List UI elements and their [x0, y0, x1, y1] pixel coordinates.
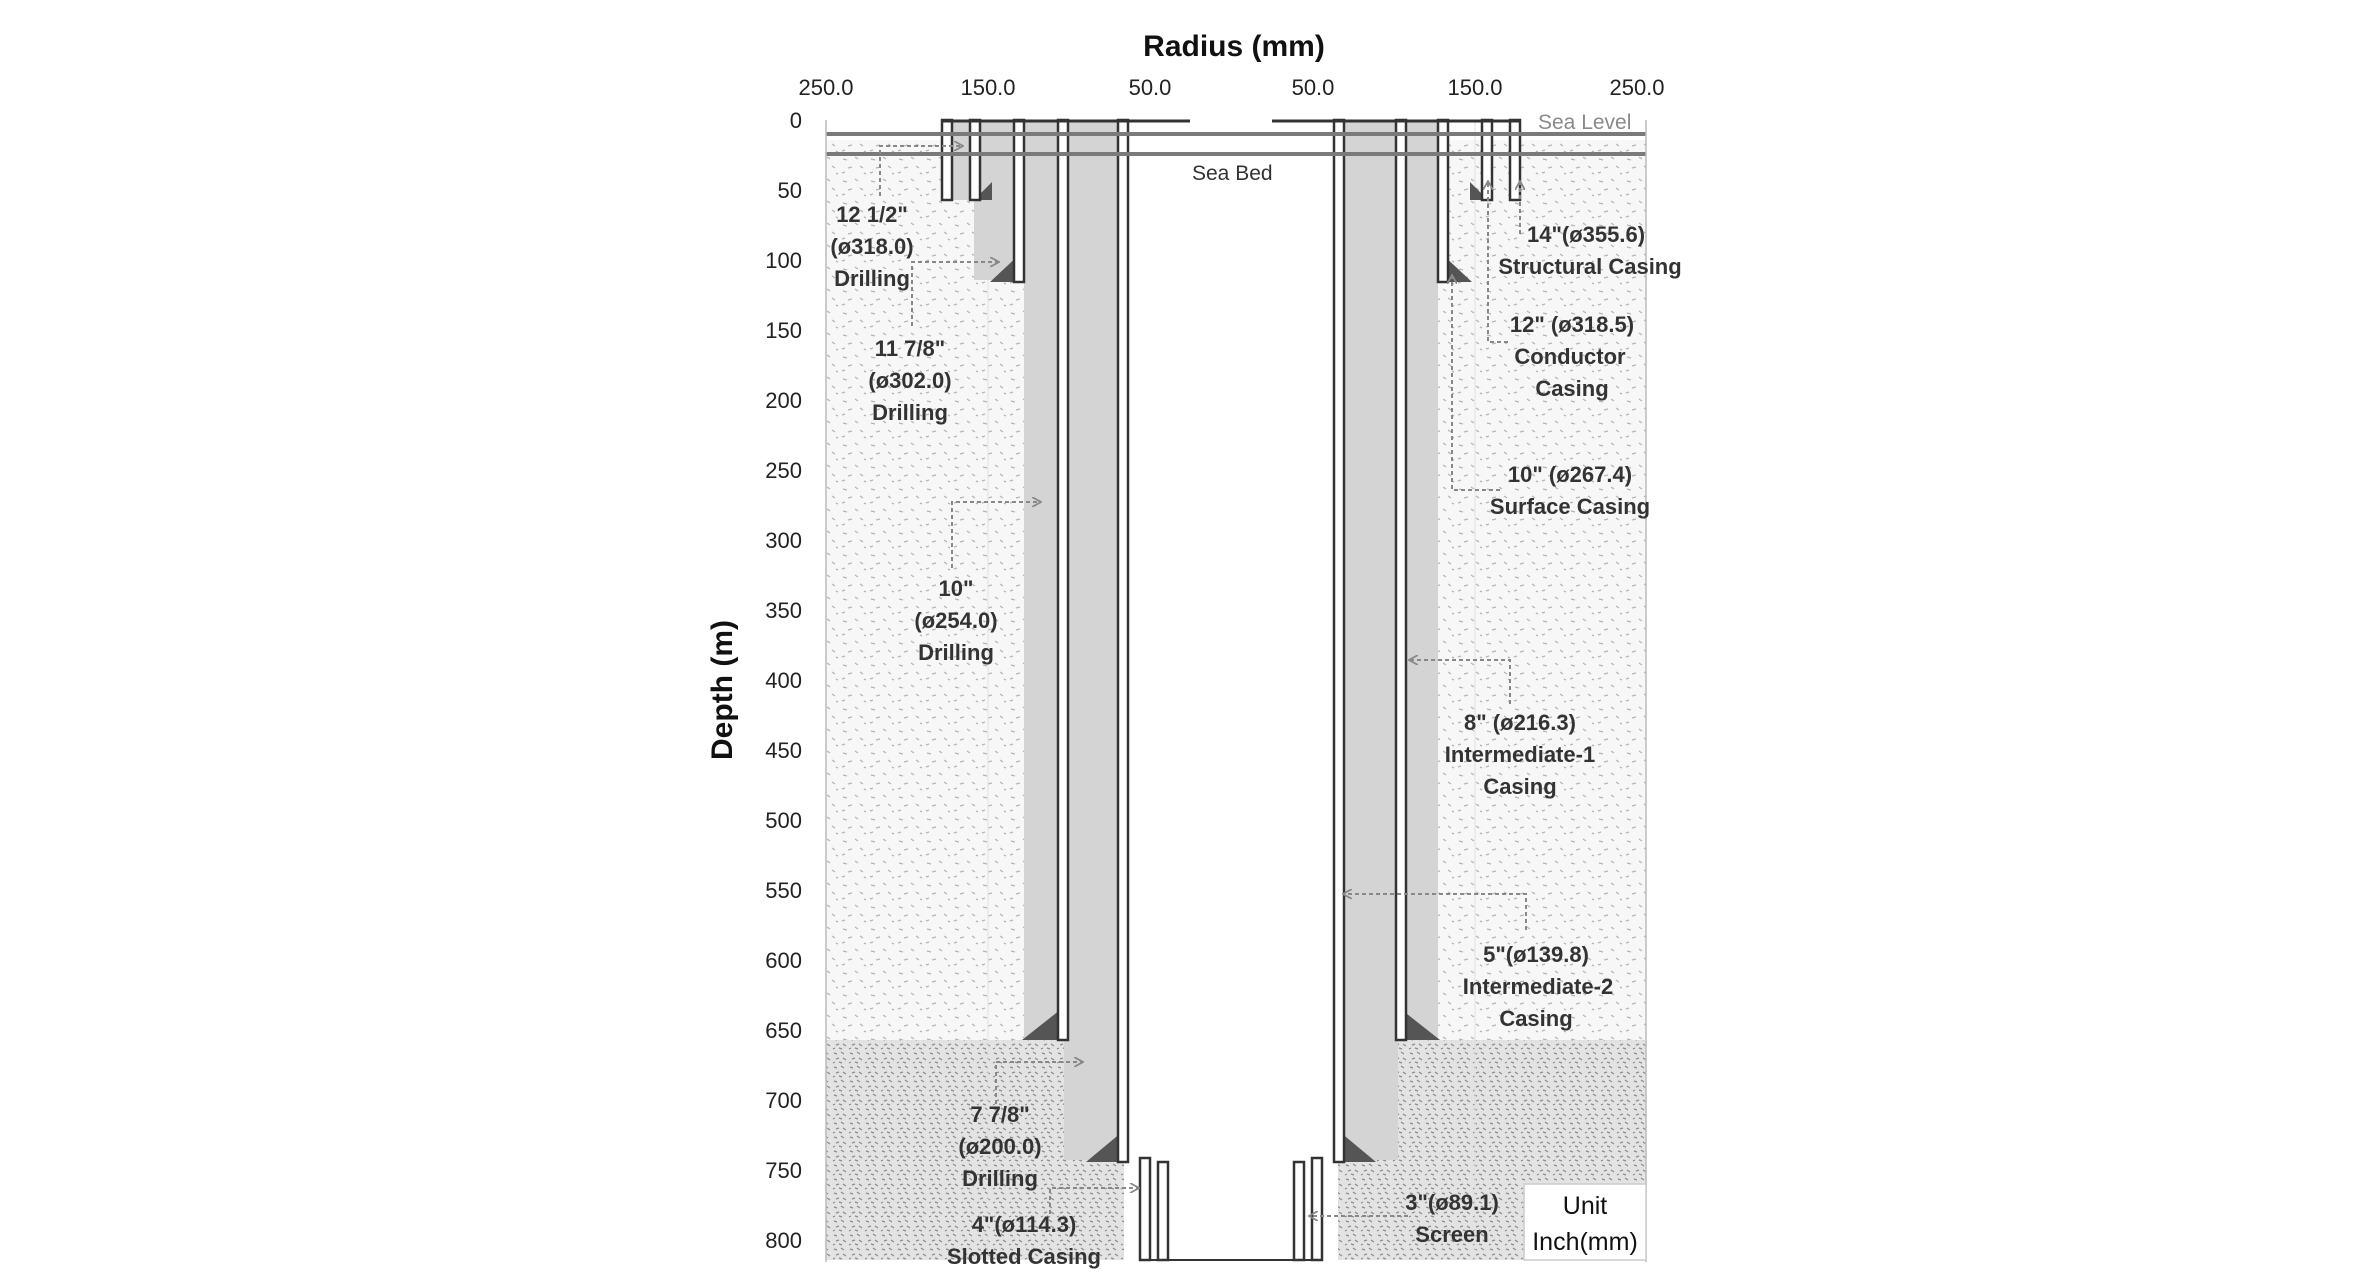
- leader-slotted: [1049, 1188, 1138, 1214]
- label-surface-casing: 10" (ø267.4) Surface Casing: [1490, 462, 1650, 519]
- svg-text:Drilling: Drilling: [962, 1166, 1038, 1191]
- y-tick-650: 650: [765, 1018, 802, 1043]
- svg-text:(ø302.0): (ø302.0): [868, 368, 951, 393]
- svg-text:Intermediate-1: Intermediate-1: [1445, 742, 1595, 767]
- y-tick-0: 0: [790, 108, 802, 133]
- x-axis-ticks: 250.0 150.0 50.0 50.0 150.0 250.0: [798, 75, 1664, 100]
- svg-text:10" (ø267.4): 10" (ø267.4): [1508, 462, 1632, 487]
- y-axis-title: Depth (m): [706, 620, 739, 760]
- svg-text:Casing: Casing: [1535, 376, 1608, 401]
- wellbore-interior: [1124, 120, 1338, 1260]
- y-tick-800: 800: [765, 1228, 802, 1253]
- intermediate2-casing-left: [1116, 118, 1130, 1164]
- leader-intermediate2: [1344, 894, 1527, 930]
- callout-leaders: [879, 146, 1527, 1216]
- x-tick-5: 150.0: [1447, 75, 1502, 100]
- y-tick-600: 600: [765, 948, 802, 973]
- svg-text:11 7/8": 11 7/8": [875, 336, 945, 361]
- surface-casing-right: [1436, 118, 1450, 284]
- svg-text:12" (ø318.5): 12" (ø318.5): [1510, 312, 1634, 337]
- leader-surface: [1452, 276, 1500, 491]
- plot-frame: [825, 120, 1647, 1262]
- leader-conductor: [1488, 182, 1508, 343]
- label-drill-11-78: 11 7/8" (ø302.0) Drilling: [868, 336, 951, 425]
- callout-labels: 12 1/2" (ø318.0) Drilling 11 7/8" (ø302.…: [830, 202, 1681, 1269]
- leader-drill-11-78: [911, 262, 998, 326]
- x-tick-3: 50.0: [1129, 75, 1172, 100]
- svg-text:Surface Casing: Surface Casing: [1490, 494, 1650, 519]
- svg-text:Casing: Casing: [1499, 1006, 1572, 1031]
- svg-text:Drilling: Drilling: [872, 400, 948, 425]
- label-slotted-casing: 4"(ø114.3) Slotted Casing: [947, 1212, 1101, 1269]
- x-tick-1: 250.0: [798, 75, 853, 100]
- slotted-casing-left: [1138, 1156, 1152, 1262]
- svg-text:Conductor: Conductor: [1514, 344, 1626, 369]
- leader-intermediate1: [1410, 660, 1511, 704]
- y-tick-500: 500: [765, 808, 802, 833]
- y-tick-400: 400: [765, 668, 802, 693]
- x-tick-4: 50.0: [1292, 75, 1335, 100]
- svg-text:10": 10": [939, 576, 974, 601]
- svg-text:(ø254.0): (ø254.0): [914, 608, 997, 633]
- slotted-casing-right: [1310, 1156, 1324, 1262]
- label-drill-10: 10" (ø254.0) Drilling: [914, 576, 997, 665]
- label-structural-casing: 14"(ø355.6) Structural Casing: [1498, 222, 1681, 279]
- x-tick-2: 150.0: [960, 75, 1015, 100]
- y-tick-450: 450: [765, 738, 802, 763]
- svg-text:3"(ø89.1): 3"(ø89.1): [1405, 1190, 1499, 1215]
- surface-casing-left: [1012, 118, 1026, 284]
- label-intermediate2-casing: 5"(ø139.8) Intermediate-2 Casing: [1463, 942, 1613, 1031]
- svg-text:Intermediate-2: Intermediate-2: [1463, 974, 1613, 999]
- sea-lines: Sea Level Sea Bed: [826, 111, 1646, 185]
- svg-text:Casing: Casing: [1483, 774, 1556, 799]
- y-tick-200: 200: [765, 388, 802, 413]
- label-intermediate1-casing: 8" (ø216.3) Intermediate-1 Casing: [1445, 710, 1595, 799]
- svg-text:(ø318.0): (ø318.0): [830, 234, 913, 259]
- intermediate2-casing-right: [1332, 118, 1346, 1164]
- svg-text:(ø200.0): (ø200.0): [958, 1134, 1041, 1159]
- label-conductor-casing: 12" (ø318.5) Conductor Casing: [1510, 312, 1634, 401]
- leader-drill-12-5: [879, 146, 962, 196]
- sea-bed-label: Sea Bed: [1192, 162, 1273, 185]
- svg-text:Drilling: Drilling: [918, 640, 994, 665]
- y-tick-150: 150: [765, 318, 802, 343]
- y-tick-250: 250: [765, 458, 802, 483]
- y-tick-550: 550: [765, 878, 802, 903]
- y-tick-100: 100: [765, 248, 802, 273]
- y-tick-750: 750: [765, 1158, 802, 1183]
- label-drill-7-78: 7 7/8" (ø200.0) Drilling: [958, 1102, 1041, 1191]
- svg-text:5"(ø139.8): 5"(ø139.8): [1483, 942, 1589, 967]
- svg-text:7 7/8": 7 7/8": [970, 1102, 1029, 1127]
- leader-drill-10: [951, 502, 1040, 568]
- svg-text:8" (ø216.3): 8" (ø216.3): [1464, 710, 1576, 735]
- unit-value-label: Inch(mm): [1532, 1228, 1638, 1256]
- intermediate1-casing-left: [1056, 118, 1070, 1042]
- screen-left: [1156, 1160, 1170, 1262]
- svg-text:Screen: Screen: [1415, 1222, 1488, 1247]
- y-axis-ticks: 0 50 100 150 200 250 300 350 400 450 500…: [765, 108, 802, 1253]
- y-tick-50: 50: [778, 178, 802, 203]
- svg-text:Drilling: Drilling: [834, 266, 910, 291]
- screen-right: [1292, 1160, 1306, 1262]
- svg-text:14"(ø355.6): 14"(ø355.6): [1527, 222, 1645, 247]
- y-tick-350: 350: [765, 598, 802, 623]
- sea-level-label: Sea Level: [1538, 111, 1631, 134]
- diagram-title: Radius (mm): [1143, 30, 1325, 63]
- wellhead-top: [942, 119, 1520, 1261]
- label-screen: 3"(ø89.1) Screen: [1405, 1190, 1499, 1247]
- leader-drill-7-78: [995, 1062, 1082, 1104]
- label-drill-12-5: 12 1/2" (ø318.0) Drilling: [830, 202, 913, 291]
- svg-text:4"(ø114.3): 4"(ø114.3): [972, 1212, 1077, 1237]
- y-tick-700: 700: [765, 1088, 802, 1113]
- svg-text:Structural Casing: Structural Casing: [1498, 254, 1681, 279]
- y-tick-300: 300: [765, 528, 802, 553]
- x-tick-6: 250.0: [1609, 75, 1664, 100]
- unit-label: Unit: [1563, 1192, 1608, 1220]
- svg-text:12 1/2": 12 1/2": [836, 202, 908, 227]
- intermediate1-casing-right: [1394, 118, 1408, 1042]
- unit-legend-box: Unit Inch(mm): [1523, 1183, 1647, 1261]
- svg-text:Slotted Casing: Slotted Casing: [947, 1244, 1101, 1269]
